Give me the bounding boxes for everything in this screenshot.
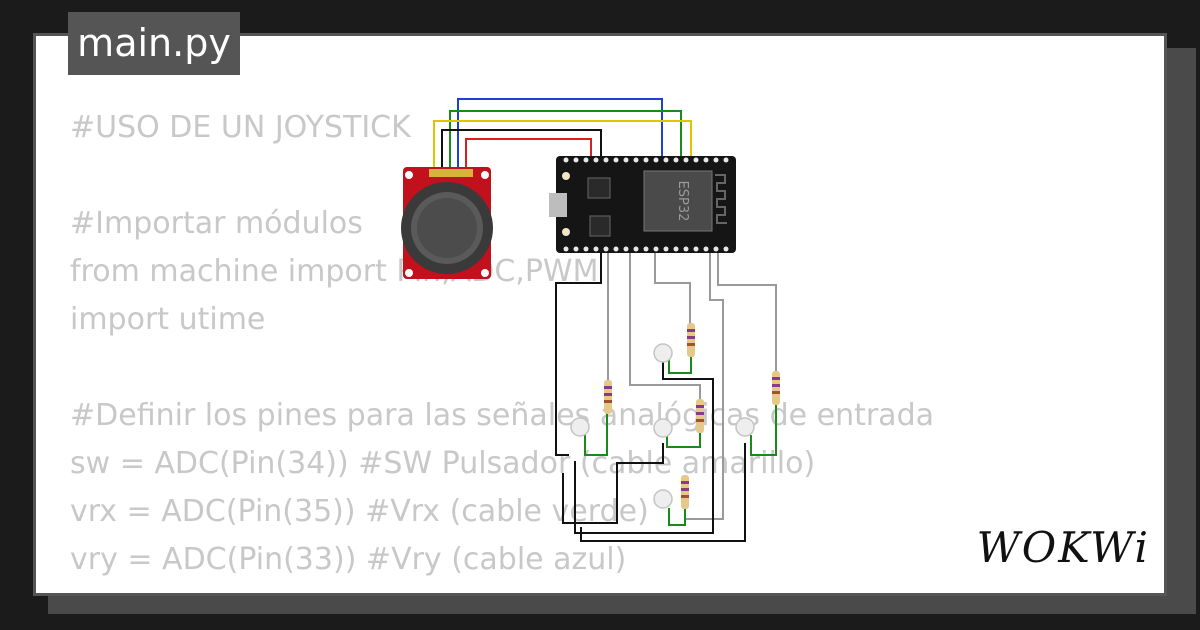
resistor[interactable] — [696, 399, 704, 433]
resistor[interactable] — [687, 323, 695, 357]
led[interactable] — [653, 343, 673, 363]
code-line: #Importar módulos — [70, 206, 363, 241]
circuit-diagram: ESP32 — [401, 98, 780, 542]
esp32-chip-label: ESP32 — [675, 181, 690, 222]
wire-green — [668, 353, 692, 374]
code-line: import utime — [70, 302, 266, 337]
wire-black — [574, 361, 714, 534]
wire-green — [666, 423, 701, 448]
esp32-board[interactable]: ESP32 — [549, 156, 736, 253]
led[interactable] — [653, 489, 673, 509]
joystick-wires — [433, 98, 692, 173]
led[interactable] — [653, 418, 673, 438]
code-line: #USO DE UN JOYSTICK — [70, 110, 411, 145]
wire-black — [580, 443, 746, 542]
led[interactable] — [570, 417, 590, 437]
resistor[interactable] — [604, 380, 612, 414]
wire-green — [668, 503, 686, 526]
file-tab[interactable]: main.py — [68, 12, 240, 75]
esp32-pin-row — [563, 157, 729, 252]
wire-green — [750, 401, 777, 456]
wokwi-logo: WOKWi — [976, 523, 1150, 572]
wire-gray — [629, 253, 701, 401]
wire-yellow — [433, 120, 692, 173]
wire-gray — [717, 253, 777, 383]
wire-red — [465, 138, 592, 173]
wire-black — [562, 443, 664, 524]
led[interactable] — [735, 417, 755, 437]
code-line: vry = ADC(Pin(33)) #Vry (cable azul) — [70, 542, 627, 577]
wire-black — [441, 129, 602, 173]
wire-gray — [685, 253, 724, 520]
led-wires — [555, 253, 777, 542]
resistor[interactable] — [681, 475, 689, 509]
wire-gray — [654, 253, 691, 333]
wire-green — [449, 110, 682, 173]
wire-green — [584, 408, 608, 456]
wire-blue — [457, 98, 663, 173]
resistor[interactable] — [772, 371, 780, 405]
joystick-module[interactable] — [401, 167, 493, 279]
wire-black — [555, 253, 602, 456]
